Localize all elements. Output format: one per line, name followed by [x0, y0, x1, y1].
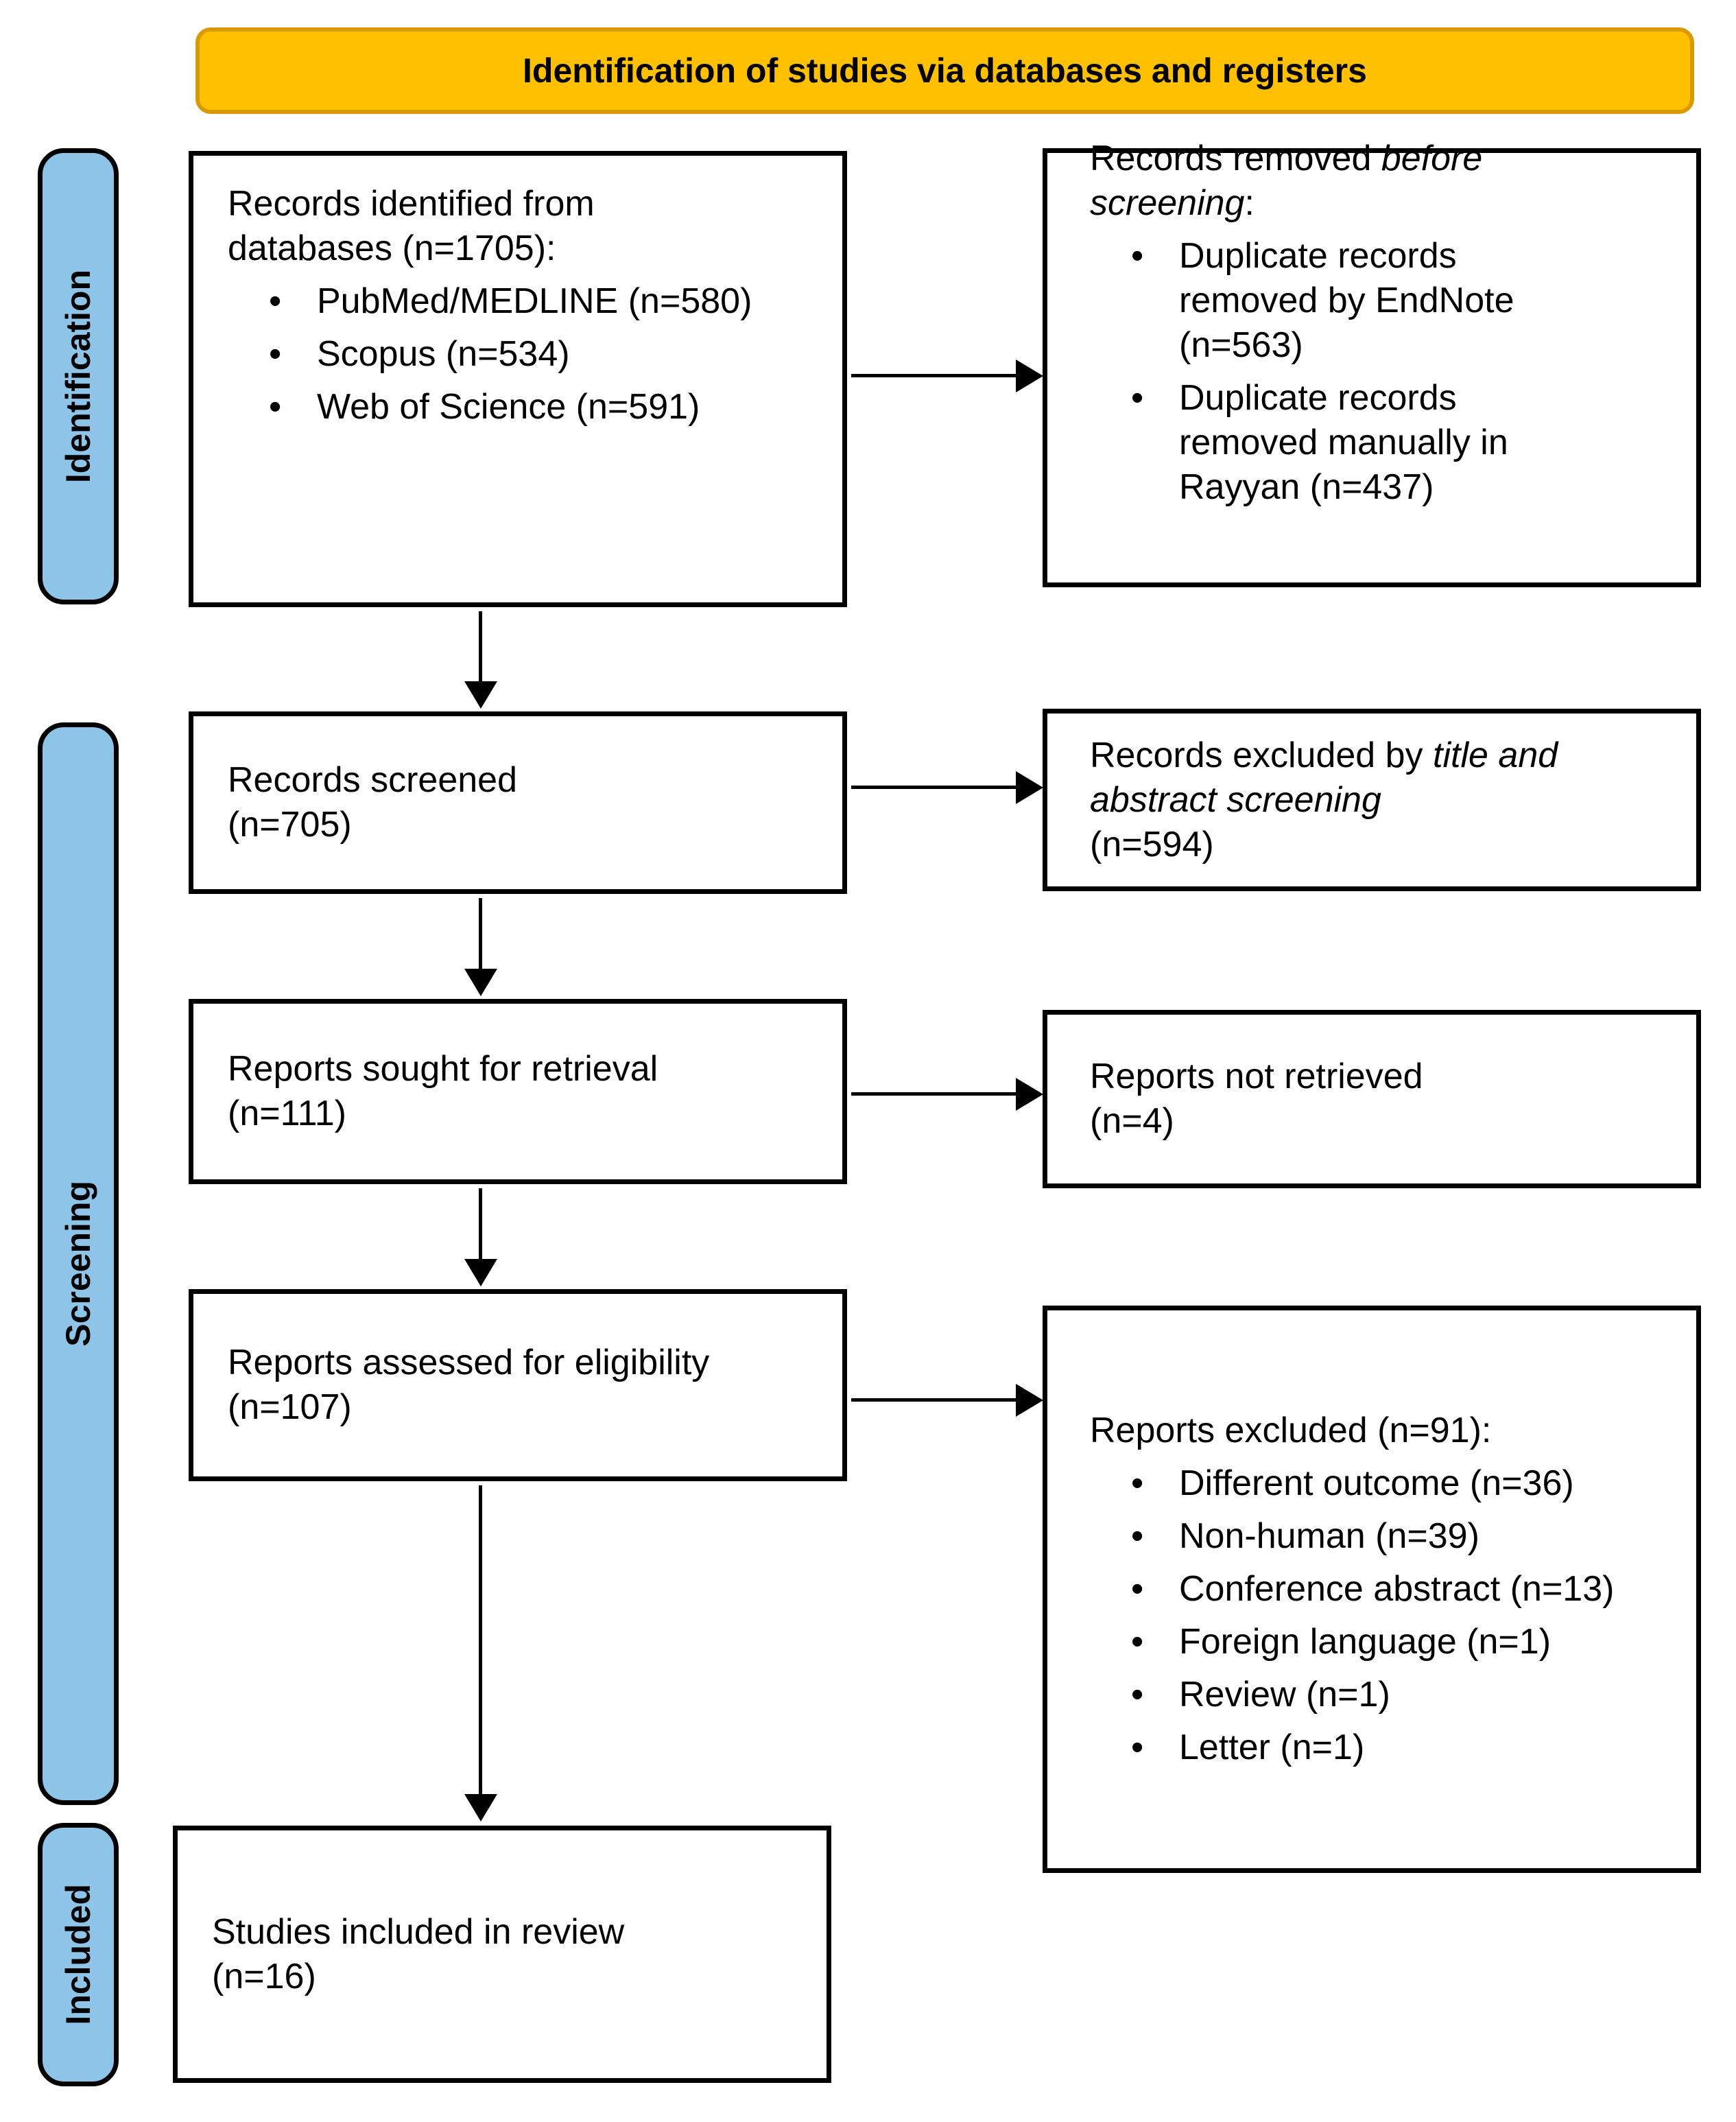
bullet-text: Letter (n=1) [1179, 1728, 1365, 1767]
stage-bar-included: Included [38, 1823, 119, 2086]
arrow-right-icon [851, 786, 1017, 789]
reports-not-retrieved-line1: Reports not retrieved [1090, 1057, 1423, 1096]
bullet-text: Conference abstract (n=13) [1179, 1569, 1615, 1609]
arrow-down-icon [479, 611, 482, 683]
records-identified-box: Records identified from databases (n=170… [189, 151, 847, 607]
reports-sought-box: Reports sought for retrieval (n=111) [189, 999, 847, 1184]
bullet-icon: • [1131, 236, 1144, 276]
reports-assessed-line1: Reports assessed for eligibility [228, 1343, 710, 1382]
title-banner: Identification of studies via databases … [195, 27, 1694, 114]
bullet-item: • Duplicate records removed by EndNote (… [1090, 234, 1677, 368]
reports-sought-line1: Reports sought for retrieval [228, 1049, 658, 1089]
bullet-item: • Web of Science (n=591) [228, 385, 823, 429]
bullet-item: • Duplicate records removed manually in … [1090, 376, 1677, 510]
records-identified-heading-line2: databases (n=1705): [228, 228, 556, 268]
bullet-text: Review (n=1) [1179, 1675, 1390, 1714]
reports-assessed-box: Reports assessed for eligibility (n=107) [189, 1289, 847, 1481]
bullet-icon: • [1131, 1675, 1144, 1714]
bullet-icon: • [1131, 1516, 1144, 1556]
title-banner-label: Identification of studies via databases … [523, 51, 1367, 90]
bullet-item: • Conference abstract (n=13) [1090, 1567, 1677, 1612]
bullet-icon: • [1131, 1728, 1144, 1767]
bullet-text: Foreign language (n=1) [1179, 1622, 1551, 1662]
arrow-right-icon [851, 1092, 1017, 1096]
records-excluded-text-normal: Records excluded by [1090, 735, 1434, 775]
bullet-text: Non-human (n=39) [1179, 1516, 1479, 1556]
arrow-down-icon [479, 1188, 482, 1260]
bullet-icon: • [1131, 1622, 1144, 1662]
records-removed-heading-line2: screening: [1090, 181, 1677, 226]
reports-not-retrieved-box: Reports not retrieved (n=4) [1043, 1010, 1701, 1188]
records-removed-box: Records removed before screening: • Dupl… [1043, 139, 1701, 587]
bullet-item: • Different outcome (n=36) [1090, 1461, 1677, 1506]
bullet-icon: • [1131, 1569, 1144, 1609]
records-identified-heading-line1: Records identified from [228, 183, 595, 224]
reports-sought-line2: (n=111) [228, 1094, 346, 1133]
records-excluded-text-italic: title and abstract screening [1090, 735, 1558, 820]
records-excluded-text: Records excluded by title and abstract s… [1090, 733, 1677, 823]
stage-bar-identification: Identification [38, 148, 119, 604]
arrow-down-icon [479, 1485, 482, 1795]
bullet-icon: • [269, 333, 282, 374]
reports-excluded-heading: Reports excluded (n=91): [1090, 1411, 1492, 1450]
bullet-item: • Letter (n=1) [1090, 1725, 1677, 1770]
arrow-down-icon [479, 898, 482, 970]
records-excluded-count: (n=594) [1090, 824, 1214, 864]
bullet-text: Duplicate records removed by EndNote (n=… [1179, 236, 1514, 365]
bullet-item: • PubMed/MEDLINE (n=580) [228, 279, 823, 324]
stage-label-identification: Identification [59, 269, 97, 484]
bullet-text: PubMed/MEDLINE (n=580) [317, 281, 752, 321]
bullet-icon: • [269, 281, 282, 321]
records-removed-text-italic: screening [1090, 183, 1245, 223]
stage-label-included: Included [59, 1884, 97, 2025]
bullet-text: Scopus (n=534) [317, 333, 570, 374]
reports-assessed-line2: (n=107) [228, 1387, 352, 1427]
studies-included-line2: (n=16) [212, 1956, 316, 1996]
bullet-icon: • [1131, 1463, 1144, 1503]
bullet-item: • Review (n=1) [1090, 1673, 1677, 1717]
records-screened-line2: (n=705) [228, 805, 352, 845]
records-removed-text-normal: Records removed [1090, 139, 1381, 178]
bullet-text: Different outcome (n=36) [1179, 1463, 1574, 1503]
reports-not-retrieved-line2: (n=4) [1090, 1101, 1174, 1141]
records-removed-text-italic: before [1381, 139, 1483, 178]
bullet-item: • Non-human (n=39) [1090, 1514, 1677, 1559]
records-excluded-box: Records excluded by title and abstract s… [1043, 709, 1701, 891]
bullet-item: • Scopus (n=534) [228, 332, 823, 377]
bullet-icon: • [1131, 378, 1144, 418]
records-screened-box: Records screened (n=705) [189, 711, 847, 894]
bullet-icon: • [269, 386, 282, 427]
records-screened-line1: Records screened [228, 760, 517, 800]
records-removed-text-normal: : [1244, 183, 1255, 223]
records-removed-heading-line1: Records removed before [1090, 137, 1677, 181]
bullet-text: Duplicate records removed manually in Ra… [1179, 378, 1508, 507]
arrow-right-icon [851, 1398, 1017, 1402]
studies-included-box: Studies included in review (n=16) [173, 1826, 831, 2083]
studies-included-line1: Studies included in review [212, 1911, 625, 1952]
reports-excluded-box: Reports excluded (n=91): • Different out… [1043, 1306, 1701, 1873]
stage-bar-screening: Screening [38, 722, 119, 1805]
stage-label-screening: Screening [59, 1181, 97, 1347]
bullet-item: • Foreign language (n=1) [1090, 1620, 1677, 1664]
arrow-right-icon [851, 374, 1017, 377]
bullet-text: Web of Science (n=591) [317, 386, 700, 427]
